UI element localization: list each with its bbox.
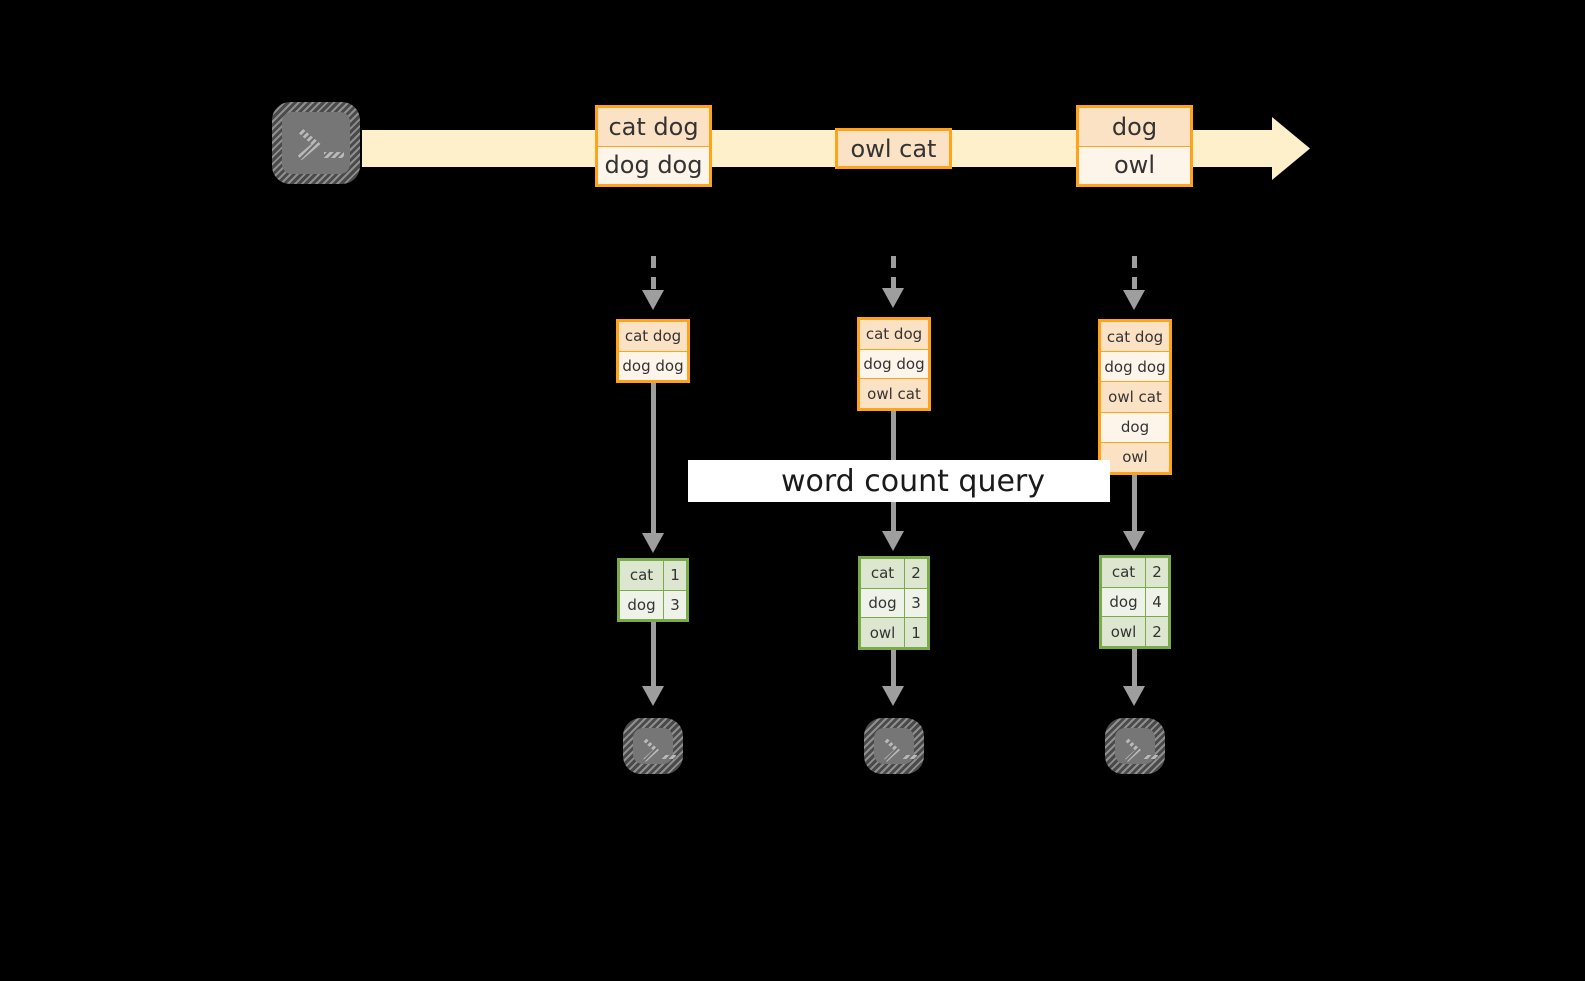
stream-event-line: dog dog xyxy=(598,145,709,184)
connector-snapshot-3-to-counts xyxy=(1132,475,1137,537)
snapshot-1-records: cat dog dog dog xyxy=(616,319,690,383)
connector-stream-to-snapshot-2 xyxy=(891,256,896,292)
count-cell: 2 xyxy=(1146,617,1168,647)
connector-stream-to-snapshot-3 xyxy=(1132,256,1137,294)
table-row: owl 2 xyxy=(1102,616,1168,647)
connector-snapshot-1-to-counts xyxy=(651,383,656,538)
record-row: dog dog xyxy=(619,350,687,380)
connector-arrow-head xyxy=(882,531,904,551)
snapshot-1-counts-table: cat 1 dog 3 xyxy=(617,558,689,622)
stream-event-3: dog owl xyxy=(1076,105,1193,187)
count-cell: 1 xyxy=(905,618,927,648)
word-count-query-label: word count query xyxy=(688,460,1110,502)
word-cell: cat xyxy=(620,561,664,590)
connector-arrow-head xyxy=(642,290,664,310)
record-row: dog dog xyxy=(1101,351,1169,382)
table-row: cat 2 xyxy=(861,559,927,588)
table-row: cat 1 xyxy=(620,561,686,590)
table-row: owl 1 xyxy=(861,617,927,648)
stream-event-line: dog xyxy=(1079,108,1190,146)
stream-event-line: owl xyxy=(1079,145,1190,184)
word-cell: owl xyxy=(1102,617,1146,647)
connector-arrow-head xyxy=(1123,531,1145,551)
snapshot-2-records: cat dog dog dog owl cat xyxy=(857,317,931,411)
record-row: owl cat xyxy=(1101,381,1169,412)
count-cell: 3 xyxy=(664,590,686,619)
connector-arrow-head xyxy=(642,533,664,553)
stream-event-2: owl cat xyxy=(835,128,952,169)
table-row: dog 3 xyxy=(620,589,686,619)
record-row: dog xyxy=(1101,411,1169,442)
connector-counts-2-to-consumer xyxy=(891,650,896,690)
connector-stream-to-snapshot-1 xyxy=(651,256,656,294)
stream-event-line: owl cat xyxy=(838,131,949,166)
terminal-prompt-glyph xyxy=(884,738,917,762)
word-cell: dog xyxy=(1102,587,1146,617)
connector-arrow-head xyxy=(1123,686,1145,706)
record-row: owl cat xyxy=(860,378,928,409)
stream-event-line: cat dog xyxy=(598,108,709,146)
word-cell: owl xyxy=(861,618,905,648)
terminal-prompt-glyph xyxy=(643,738,676,762)
label-text: word count query xyxy=(780,463,1046,499)
stream-event-1: cat dog dog dog xyxy=(595,105,712,187)
word-cell: dog xyxy=(620,590,664,619)
count-cell: 2 xyxy=(1146,558,1168,587)
snapshot-3-counts-table: cat 2 dog 4 owl 2 xyxy=(1099,555,1171,649)
table-row: dog 3 xyxy=(861,587,927,618)
word-cell: dog xyxy=(861,588,905,618)
record-row: owl xyxy=(1101,441,1169,473)
connector-arrow-head xyxy=(1123,290,1145,310)
record-row: cat dog xyxy=(619,322,687,351)
word-cell: cat xyxy=(1102,558,1146,587)
snapshot-2-counts-table: cat 2 dog 3 owl 1 xyxy=(858,556,930,650)
record-row: cat dog xyxy=(1101,322,1169,352)
snapshot-3-records: cat dog dog dog owl cat dog owl xyxy=(1098,319,1172,475)
producer-terminal-icon xyxy=(272,102,360,184)
consumer-terminal-icon-2 xyxy=(864,718,924,774)
table-row: dog 4 xyxy=(1102,586,1168,617)
count-cell: 4 xyxy=(1146,587,1168,617)
count-cell: 3 xyxy=(905,588,927,618)
terminal-prompt-glyph xyxy=(1125,738,1158,762)
consumer-terminal-icon-1 xyxy=(623,718,683,774)
stream-arrow-head xyxy=(1272,117,1310,180)
count-cell: 1 xyxy=(664,561,686,590)
connector-arrow-head xyxy=(642,686,664,706)
connector-counts-1-to-consumer xyxy=(651,622,656,690)
terminal-prompt-glyph xyxy=(297,127,344,161)
record-row: cat dog xyxy=(860,320,928,349)
consumer-terminal-icon-3 xyxy=(1105,718,1165,774)
count-cell: 2 xyxy=(905,559,927,588)
connector-counts-3-to-consumer xyxy=(1132,649,1137,690)
connector-arrow-head xyxy=(882,686,904,706)
connector-arrow-head xyxy=(882,288,904,308)
word-cell: cat xyxy=(861,559,905,588)
table-row: cat 2 xyxy=(1102,558,1168,587)
record-row: dog dog xyxy=(860,348,928,379)
